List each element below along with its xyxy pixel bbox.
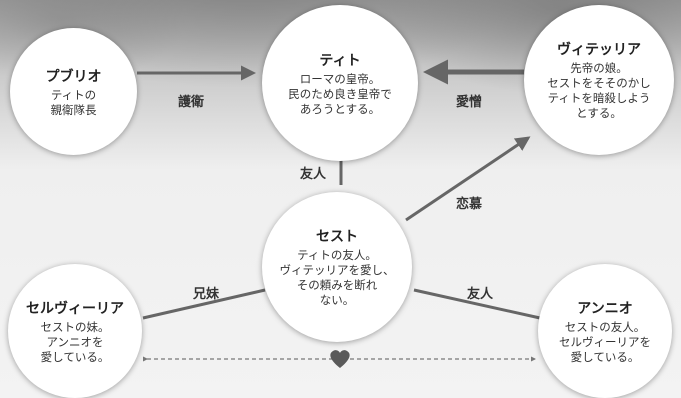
label-yearning: 恋慕 bbox=[456, 197, 483, 212]
label-guard: 護衛 bbox=[178, 95, 205, 110]
vitellia-name: ヴィテッリア bbox=[557, 42, 641, 58]
publio-desc: ティトの 親衛隊長 bbox=[50, 87, 97, 117]
annio-desc: セストの友人。 セルヴィーリアを 愛している。 bbox=[559, 319, 651, 364]
node-annio: アンニオ セストの友人。 セルヴィーリアを 愛している。 bbox=[538, 264, 672, 398]
servilia-name: セルヴィーリア bbox=[26, 300, 124, 317]
label-friend-annio: 友人 bbox=[467, 287, 494, 302]
label-love-hate: 愛憎 bbox=[456, 95, 483, 110]
vitellia-desc: 先帝の娘。 セストをそそのかし ティトを暗殺しよう とする。 bbox=[547, 61, 651, 120]
node-tito: ティト ローマの皇帝。 民のため良き皇帝で あろうとする。 bbox=[262, 5, 418, 161]
node-publio: プブリオ ティトの 親衛隊長 bbox=[10, 28, 137, 155]
servilia-desc: セストの妹。 アンニオを 愛している。 bbox=[40, 319, 110, 364]
tito-name: ティト bbox=[319, 52, 361, 69]
line-servilia-sesto bbox=[142, 288, 266, 320]
publio-name: プブリオ bbox=[45, 68, 102, 85]
arrow-sesto-to-vitellia bbox=[405, 136, 531, 222]
sesto-desc: ティトの友人。 ヴィテッリアを愛し、 その頼みを断れ ない。 bbox=[279, 248, 395, 307]
node-sesto: セスト ティトの友人。 ヴィテッリアを愛し、 その頼みを断れ ない。 bbox=[262, 192, 412, 342]
node-vitellia: ヴィテッリア 先帝の娘。 セストをそそのかし ティトを暗殺しよう とする。 bbox=[524, 5, 674, 155]
label-siblings: 兄妹 bbox=[193, 287, 220, 302]
line-sesto-annio bbox=[413, 288, 541, 320]
annio-name: アンニオ bbox=[577, 300, 633, 317]
label-friend-tito: 友人 bbox=[300, 167, 327, 182]
node-servilia: セルヴィーリア セストの妹。 アンニオを 愛している。 bbox=[8, 264, 142, 398]
sesto-name: セスト bbox=[316, 229, 358, 245]
heart-icon bbox=[330, 350, 350, 368]
tito-desc: ローマの皇帝。 民のため良き皇帝で あろうとする。 bbox=[288, 71, 392, 116]
